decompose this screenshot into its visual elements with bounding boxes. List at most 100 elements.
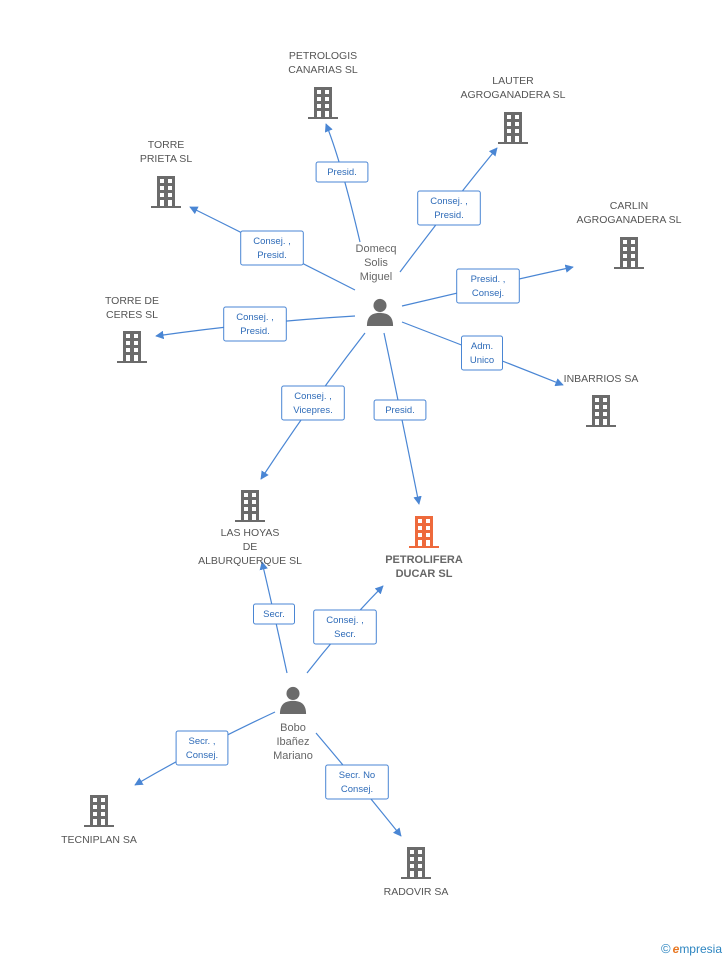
edge-label-text: Presid.: [327, 167, 357, 178]
edge-label-box[interactable]: [315, 161, 369, 183]
edge-label-text: Unico: [470, 355, 494, 366]
building-icon: [614, 237, 644, 269]
building-icon: [235, 490, 265, 522]
edge-label-text: Presid.: [240, 326, 270, 337]
edges-layer: Presid. Consej. , Presid. Consej. , Presid. P…: [134, 123, 574, 837]
company-node-las-hoyas[interactable]: LAS HOYAS DE ALBURQUERQUE SL: [198, 490, 302, 567]
company-node-lauter[interactable]: LAUTER AGROGANADERA SL: [460, 75, 566, 144]
company-label: LAS HOYAS: [221, 527, 280, 539]
company-label: ALBURQUERQUE SL: [198, 555, 302, 567]
building-icon: [401, 847, 431, 879]
edge-label-box[interactable]: [313, 609, 377, 645]
edge-label-text: Presid. ,: [471, 274, 506, 285]
edge-label-text: Consej. ,: [294, 391, 332, 402]
company-label: INBARRIOS SA: [564, 373, 639, 385]
company-label: PETROLOGIS: [289, 50, 357, 62]
edge-label-text: Secr. ,: [189, 736, 216, 747]
edge-domecq-to-inbarrios: Adm. Unico: [401, 321, 564, 387]
edge-domecq-to-torre-ceres: Consej. , Presid.: [155, 306, 356, 342]
company-label: TORRE DE: [105, 295, 159, 307]
building-icon: [117, 331, 147, 363]
building-icon: [151, 176, 181, 208]
copyright-symbol: ©: [661, 941, 671, 956]
company-label: AGROGANADERA SL: [460, 89, 565, 101]
building-icon: [409, 516, 439, 548]
company-label: PRIETA SL: [140, 153, 192, 165]
company-label: DUCAR SL: [396, 568, 453, 580]
company-label: TORRE: [148, 139, 185, 151]
person-label: Mariano: [273, 750, 313, 762]
company-label: PETROLIFERA: [385, 554, 463, 566]
edge-label-text: Consej. ,: [236, 312, 274, 323]
person-label: Ibañez: [276, 736, 309, 748]
edge-bobo-to-tecniplan: Secr. , Consej.: [134, 711, 276, 786]
edge-label-text: Consej. ,: [326, 615, 364, 626]
building-icon: [84, 795, 114, 827]
building-icon: [586, 395, 616, 427]
company-node-radovir[interactable]: RADOVIR SA: [384, 847, 449, 898]
edge-label-box[interactable]: [175, 730, 229, 766]
edge-bobo-to-petrolifera: Consej. , Secr.: [306, 585, 384, 674]
edge-label-text: Consej.: [186, 750, 218, 761]
company-node-petrolifera[interactable]: PETROLIFERA DUCAR SL: [385, 516, 463, 580]
edge-label-text: Presid.: [434, 210, 464, 221]
edge-line: [324, 123, 361, 243]
edge-label-box[interactable]: [456, 268, 520, 304]
edge-domecq-to-torre-prieta: Consej. , Presid.: [189, 206, 356, 291]
company-label: TECNIPLAN SA: [61, 834, 137, 846]
edge-label-text: Vicepres.: [293, 405, 332, 416]
nodes-layer: PETROLOGIS CANARIAS SL LAUTER AGROGANADERA …: [61, 50, 682, 898]
edge-label-box[interactable]: [325, 764, 389, 800]
edge-label-box[interactable]: [223, 306, 287, 342]
edge-label-text: Consej.: [472, 288, 504, 299]
company-label: RADOVIR SA: [384, 886, 449, 898]
company-node-inbarrios[interactable]: INBARRIOS SA: [564, 373, 639, 427]
company-node-torre-prieta[interactable]: TORRE PRIETA SL: [140, 139, 192, 208]
company-node-tecniplan[interactable]: TECNIPLAN SA: [61, 795, 137, 846]
edge-label-box[interactable]: [240, 230, 304, 266]
edge-domecq-to-carlin: Presid. , Consej.: [401, 264, 574, 307]
edge-bobo-to-las-hoyas: Secr.: [253, 561, 295, 674]
brand-name: mpresia: [679, 942, 722, 956]
company-node-torre-ceres[interactable]: TORRE DE CERES SL: [105, 295, 159, 363]
edge-domecq-to-las-hoyas: Consej. , Vicepres.: [260, 332, 366, 480]
edge-domecq-to-petrologis: Presid.: [315, 123, 369, 243]
person-icon: [366, 298, 394, 326]
company-label: CANARIAS SL: [288, 64, 358, 76]
edge-label-text: Secr.: [334, 629, 356, 640]
edge-label-text: Presid.: [257, 250, 287, 261]
edge-label-box[interactable]: [461, 335, 503, 371]
edge-label-box[interactable]: [253, 603, 295, 625]
edge-label-text: Secr. No: [339, 770, 375, 781]
company-label: CERES SL: [106, 309, 158, 321]
edge-label-text: Adm.: [471, 341, 493, 352]
company-label: DE: [243, 541, 258, 553]
edge-bobo-to-radovir: Secr. No Consej.: [315, 732, 402, 837]
company-node-petrologis[interactable]: PETROLOGIS CANARIAS SL: [288, 50, 358, 119]
building-icon: [498, 112, 528, 144]
company-node-carlin[interactable]: CARLIN AGROGANADERA SL: [576, 200, 682, 269]
person-label: Bobo: [280, 722, 306, 734]
building-icon: [308, 87, 338, 119]
edge-label-text: Consej. ,: [253, 236, 291, 247]
edge-label-text: Secr.: [263, 609, 285, 620]
empresia-watermark[interactable]: ©empresia: [661, 941, 722, 956]
edge-label-box[interactable]: [281, 385, 345, 421]
company-label: AGROGANADERA SL: [576, 214, 681, 226]
company-label: CARLIN: [610, 200, 649, 212]
company-label: LAUTER: [492, 75, 534, 87]
edge-label-text: Consej.: [341, 784, 373, 795]
edge-label-text: Presid.: [385, 405, 415, 416]
person-label: Miguel: [360, 271, 392, 283]
edge-label-text: Consej. ,: [430, 196, 468, 207]
person-icon: [279, 686, 307, 714]
person-label: Solis: [364, 257, 388, 269]
edge-label-box[interactable]: [373, 399, 427, 421]
brand-initial: e: [672, 942, 680, 956]
edge-label-box[interactable]: [417, 190, 481, 226]
edge-domecq-to-petrolifera: Presid.: [373, 332, 427, 505]
person-label: Domecq: [356, 243, 397, 255]
